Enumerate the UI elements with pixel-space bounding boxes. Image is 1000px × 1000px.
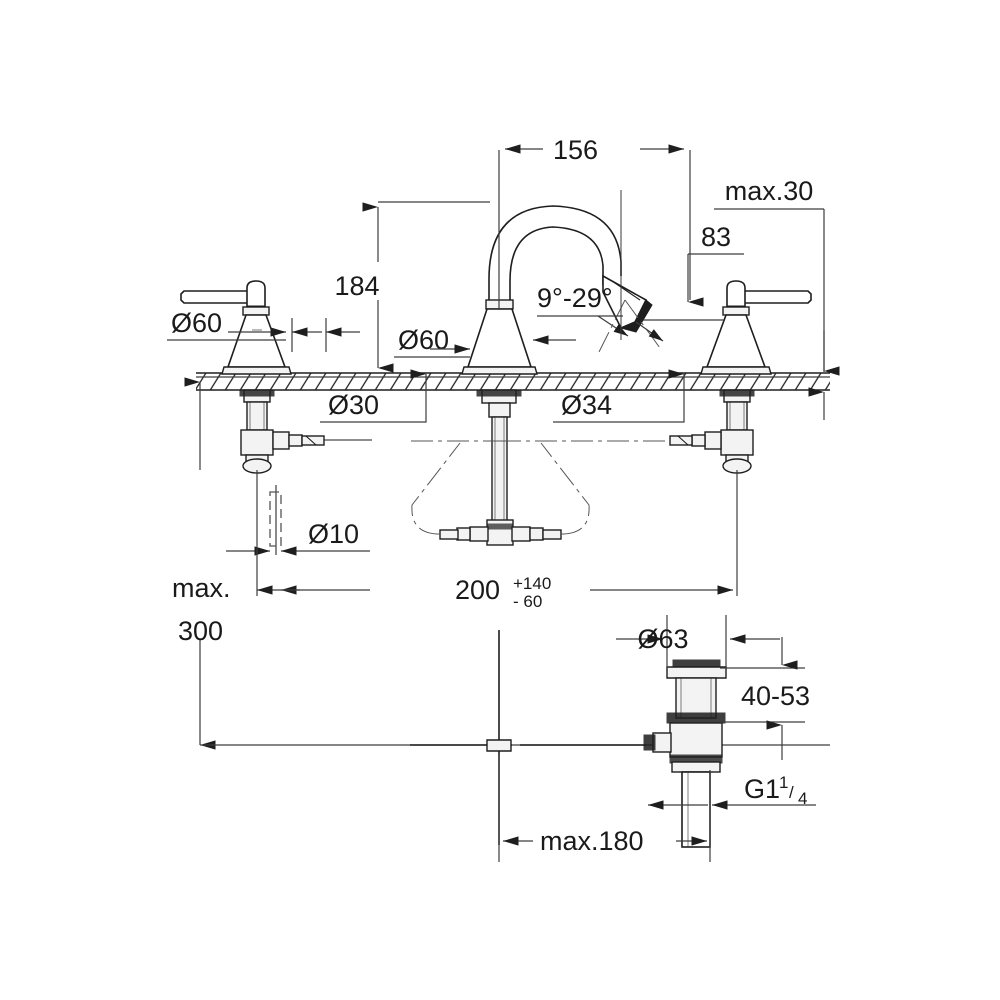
dim-drain-thread: G1 1 / 4 <box>712 773 816 810</box>
dim-handle-dia-right: Ø60 <box>394 325 576 358</box>
label-hole-dia-handle: Ø30 <box>328 390 379 420</box>
dim-max-supply-length: max. 300 <box>172 377 830 750</box>
dim-max-deck-thickness: max.30 <box>714 176 840 420</box>
label-drain-thread: G1 <box>744 774 780 804</box>
drain-assembly <box>410 630 727 848</box>
counter-deck <box>196 372 830 391</box>
label-drain-flange-dia: Ø63 <box>637 624 688 654</box>
dim-swivel-angle: 9°-29° <box>537 190 664 357</box>
dim-drain-basin-range: 40-53 <box>720 637 810 760</box>
label-spout-reach: 156 <box>553 135 598 165</box>
dim-handle-dia-left: Ø60 <box>167 308 360 352</box>
label-max-word: max. <box>172 573 231 603</box>
label-swivel-angle: 9°-29° <box>537 283 613 313</box>
label-hose-dia: Ø10 <box>308 519 359 549</box>
dim-max-rod-reach: max.180 <box>498 755 711 862</box>
dim-drain-flange-dia: Ø63 <box>616 615 780 668</box>
dim-spout-reach: 156 <box>498 135 691 310</box>
dim-hole-dia-handle: Ø30 <box>320 369 427 423</box>
dim-hole-dia-spout: Ø34 <box>553 369 685 423</box>
dim-center-spread: 200 +140 - 60 <box>256 470 738 611</box>
label-drain-frac-num: 1 <box>779 773 788 792</box>
label-max-300: 300 <box>178 616 223 646</box>
label-max-deck: max.30 <box>725 176 814 206</box>
dim-hose-dia: Ø10 <box>226 485 370 595</box>
label-handle-dia-left: Ø60 <box>171 308 222 338</box>
label-max-180: max.180 <box>540 826 644 856</box>
label-handle-dia-right: Ø60 <box>398 325 449 355</box>
label-spout-height: 184 <box>334 271 379 301</box>
label-hole-dia-spout: Ø34 <box>561 390 612 420</box>
label-drain-basin-range: 40-53 <box>741 681 810 711</box>
spout-assembly <box>411 205 688 546</box>
label-spread-200: 200 <box>455 575 500 605</box>
label-spread-tol-lower: - 60 <box>513 592 542 611</box>
label-spread-tol-upper: +140 <box>513 574 551 593</box>
label-drain-frac-slash: / <box>789 783 794 802</box>
label-drain-frac-den: 4 <box>798 789 807 808</box>
right-handle-assembly <box>669 280 812 474</box>
dim-spout-height: 184 <box>334 201 490 373</box>
dim-aerator-height: 83 <box>643 222 744 321</box>
label-aerator-height: 83 <box>701 222 731 252</box>
